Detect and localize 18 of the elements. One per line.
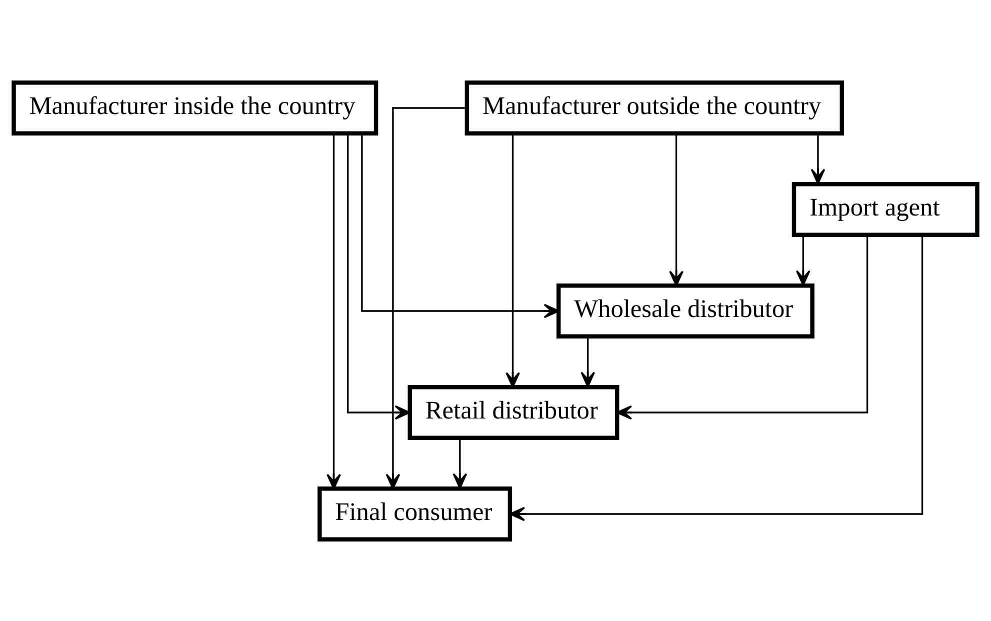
arrow <box>669 133 684 286</box>
node-box: Retail distributor <box>408 384 620 440</box>
arrow <box>796 234 810 286</box>
node-box: Import agent <box>792 182 980 236</box>
arrow <box>810 133 826 184</box>
node-box: Manufacturer inside the country <box>12 80 378 135</box>
node-box: Manufacturer outside the country <box>464 80 844 135</box>
arrow <box>347 132 410 420</box>
arrow <box>580 336 596 387</box>
node-box: Wholesale distributor <box>556 283 814 338</box>
arrow <box>616 234 868 420</box>
arrow <box>326 132 341 489</box>
arrow <box>361 133 560 318</box>
arrow <box>452 438 468 488</box>
arrow <box>506 132 520 388</box>
node-box: Final consumer <box>318 486 512 541</box>
arrow <box>386 106 466 489</box>
arrow <box>509 234 924 521</box>
